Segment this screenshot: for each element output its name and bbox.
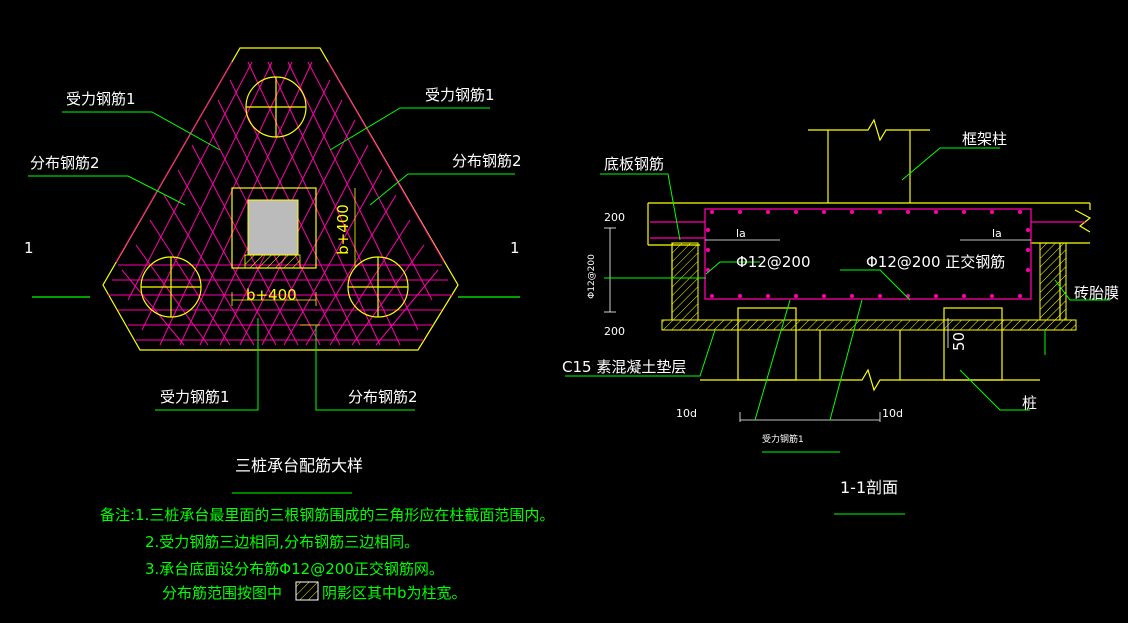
dim-10d-right: 10d bbox=[882, 407, 903, 420]
label-dist-rebar-left: 分布钢筋2 bbox=[30, 154, 100, 172]
dimension-lines bbox=[231, 188, 356, 326]
dim-horizontal-b400: b+400 bbox=[246, 286, 297, 304]
label-c15-cushion: C15 素混凝土垫层 bbox=[562, 358, 687, 376]
label-force-rebar-section: 受力钢筋1 bbox=[762, 435, 804, 445]
note-line-3: 3.承台底面设分布筋Φ12@200正交钢筋网。 bbox=[145, 560, 444, 578]
section-mark-left: 1 bbox=[24, 239, 34, 257]
pile-cap-plan bbox=[28, 47, 520, 494]
cushion-layer bbox=[661, 319, 1077, 331]
la-right: la bbox=[992, 227, 1002, 240]
section-1-1 bbox=[565, 118, 1110, 515]
la-left: la bbox=[736, 227, 746, 240]
label-dist-rebar-right: 分布钢筋2 bbox=[452, 152, 522, 170]
rebar-spec-orth: Φ12@200 正交钢筋 bbox=[866, 253, 1006, 271]
rebar-cage bbox=[650, 208, 1085, 300]
dim-50: 50 bbox=[950, 331, 969, 352]
label-brick-mold: 砖胎膜 bbox=[1074, 284, 1120, 302]
la-dimensions bbox=[705, 239, 1031, 422]
cap-outline bbox=[102, 47, 459, 351]
note-hatch-swatch bbox=[295, 581, 319, 601]
label-force-rebar-top-left: 受力钢筋1 bbox=[66, 90, 136, 108]
label-force-rebar-top-right: 受力钢筋1 bbox=[425, 86, 495, 104]
vertical-dimension bbox=[604, 227, 616, 313]
rebar-spec-mid: Φ12@200 bbox=[736, 253, 811, 271]
pile-left bbox=[140, 256, 202, 318]
dim-10d-left: 10d bbox=[676, 407, 697, 420]
note-line-4b: 阴影区其中b为柱宽。 bbox=[322, 584, 467, 602]
column-section bbox=[247, 199, 299, 256]
section-leaders bbox=[565, 147, 1110, 515]
note-line-1: 备注:1.三桩承台最里面的三根钢筋围成的三角形应在柱截面范围内。 bbox=[100, 506, 555, 524]
section-title: 1-1剖面 bbox=[840, 478, 899, 497]
rebar-dots bbox=[706, 210, 1030, 298]
pile-top bbox=[245, 76, 307, 138]
plan-title: 三桩承台配筋大样 bbox=[235, 456, 364, 475]
dim-200-top: 200 bbox=[604, 211, 625, 224]
brick-mold-right bbox=[1039, 242, 1067, 321]
note-line-2: 2.受力钢筋三边相同,分布钢筋三边相同。 bbox=[145, 533, 420, 551]
section-mark-right: 1 bbox=[510, 239, 520, 257]
label-force-rebar-bottom: 受力钢筋1 bbox=[160, 388, 230, 406]
label-bottom-rebar: 底板钢筋 bbox=[604, 155, 665, 173]
leader-lines bbox=[28, 107, 515, 494]
pile-right bbox=[347, 256, 409, 318]
note-line-4a: 分布筋范围按图中 bbox=[162, 584, 283, 602]
dim-vertical-b400: b+400 bbox=[333, 204, 352, 255]
section-piles bbox=[700, 307, 1040, 392]
label-dist-rebar-bottom: 分布钢筋2 bbox=[348, 388, 418, 406]
label-frame-column: 框架柱 bbox=[962, 130, 1008, 148]
vertical-rebar-spec: Φ12@200 bbox=[586, 254, 597, 299]
label-pile: 桩 bbox=[1022, 394, 1038, 412]
rebar-mesh bbox=[108, 61, 452, 346]
hatched-zone bbox=[244, 254, 301, 269]
frame-column bbox=[808, 118, 930, 203]
dim-200-bottom: 200 bbox=[604, 325, 625, 338]
brick-mold-left bbox=[671, 242, 699, 321]
